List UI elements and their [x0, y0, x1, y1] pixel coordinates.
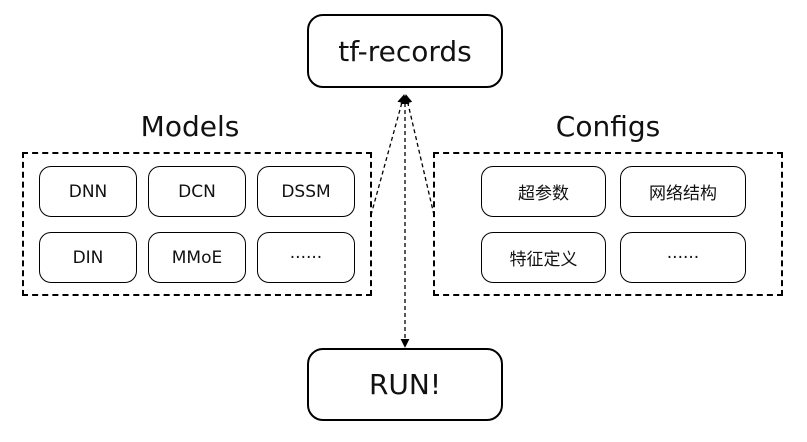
- config-item-network: 网络结构: [620, 166, 746, 217]
- configs-group: [433, 152, 783, 296]
- models-to-tfrecords-line: [370, 94, 407, 216]
- model-item-dssm: DSSM: [257, 166, 355, 217]
- config-item-hyperparams: 超参数: [481, 166, 606, 217]
- run-label: RUN!: [368, 368, 442, 401]
- model-item-dcn: DCN: [148, 166, 246, 217]
- model-item-mmoe: MMoE: [148, 232, 246, 283]
- run-node: RUN!: [307, 348, 503, 421]
- tf-records-label: tf-records: [338, 34, 472, 68]
- models-group: [22, 152, 372, 296]
- model-item-din: DIN: [39, 232, 137, 283]
- config-item-features: 特征定义: [481, 232, 606, 283]
- model-item-dnn: DNN: [39, 166, 137, 217]
- model-item-more: ······: [257, 232, 355, 283]
- config-item-more: ······: [620, 232, 746, 283]
- configs-to-tfrecords-line: [403, 94, 435, 216]
- models-heading: Models: [140, 110, 240, 143]
- tf-records-node: tf-records: [307, 14, 503, 88]
- configs-heading: Configs: [555, 110, 661, 143]
